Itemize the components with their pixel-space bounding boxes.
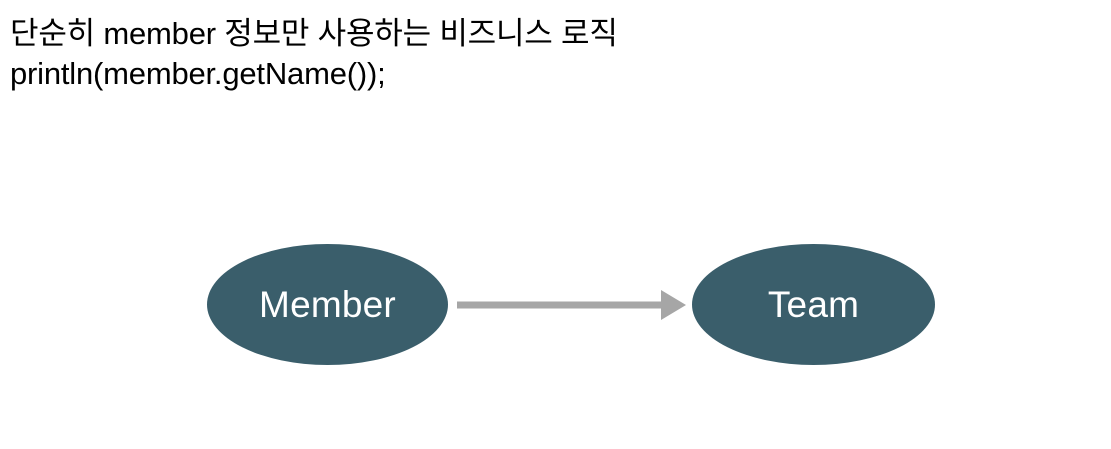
caption-block: 단순히 member 정보만 사용하는 비즈니스 로직 println(memb…	[10, 14, 1010, 94]
arrow-shaft-icon	[457, 301, 663, 309]
node-team-label: Team	[767, 284, 860, 325]
caption-line-2: println(member.getName());	[10, 56, 386, 91]
node-member[interactable]: Member	[207, 244, 448, 365]
arrow-head-icon	[661, 290, 686, 320]
caption-line-1: 단순히 member 정보만 사용하는 비즈니스 로직	[10, 16, 618, 51]
edge-member-to-team	[457, 290, 686, 320]
node-member-label: Member	[259, 284, 396, 325]
node-team[interactable]: Team	[692, 244, 935, 365]
